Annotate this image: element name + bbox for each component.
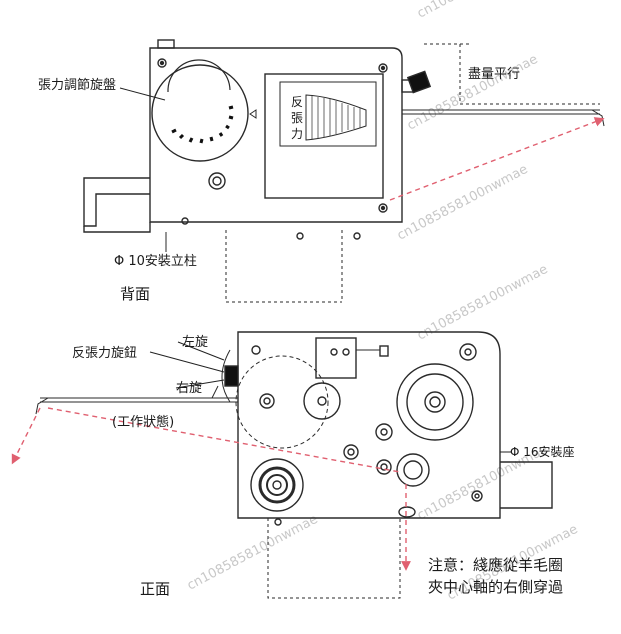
knob-label: 反張力旋鈕 <box>72 346 137 361</box>
back-view-label: 背面 <box>120 285 150 303</box>
watermark-1: cn1085858100nwmae <box>415 0 551 22</box>
left-turn-label: 左旋 <box>182 335 208 350</box>
front-view-label: 正面 <box>140 580 170 598</box>
back-thread-path <box>389 117 605 201</box>
front-thread-path <box>47 407 401 473</box>
back-view <box>83 39 605 303</box>
note-line-2: 夾中心軸的右側穿過 <box>428 578 563 596</box>
watermark-3: cn1085858100nwmae <box>395 162 531 244</box>
working-state-label: (工作狀態) <box>112 414 174 430</box>
right-turn-label: 右旋 <box>176 381 202 396</box>
window-text-2: 張 <box>291 111 303 125</box>
window-text-3: 力 <box>291 127 303 141</box>
watermark-7: cn1085858100nwmae <box>185 512 321 594</box>
gear-wheel <box>396 363 474 441</box>
watermark-2: cn1085858100nwmae <box>405 52 541 134</box>
watermark-4: cn1085858100nwmae <box>415 262 551 344</box>
wool-ring-clip <box>250 458 304 512</box>
tension-window <box>264 73 384 199</box>
front-view <box>35 331 553 599</box>
mount-post-label: Φ 10安裝立柱 <box>114 254 197 269</box>
note-line-1: 注意：綫應從羊毛圈 <box>428 556 563 574</box>
window-text-1: 反 <box>291 95 303 109</box>
top-bracket <box>157 39 175 49</box>
front-body <box>237 331 501 519</box>
tension-dial[interactable] <box>151 64 249 162</box>
back-body <box>149 47 403 223</box>
level-label: 盡量平行 <box>468 67 520 82</box>
back-foot <box>83 177 150 227</box>
mount-seat-label: Φ 16安裝座 <box>510 444 575 459</box>
counter-tension-knob[interactable] <box>224 365 239 387</box>
tension-dial-label: 張力調節旋盤 <box>38 78 116 93</box>
